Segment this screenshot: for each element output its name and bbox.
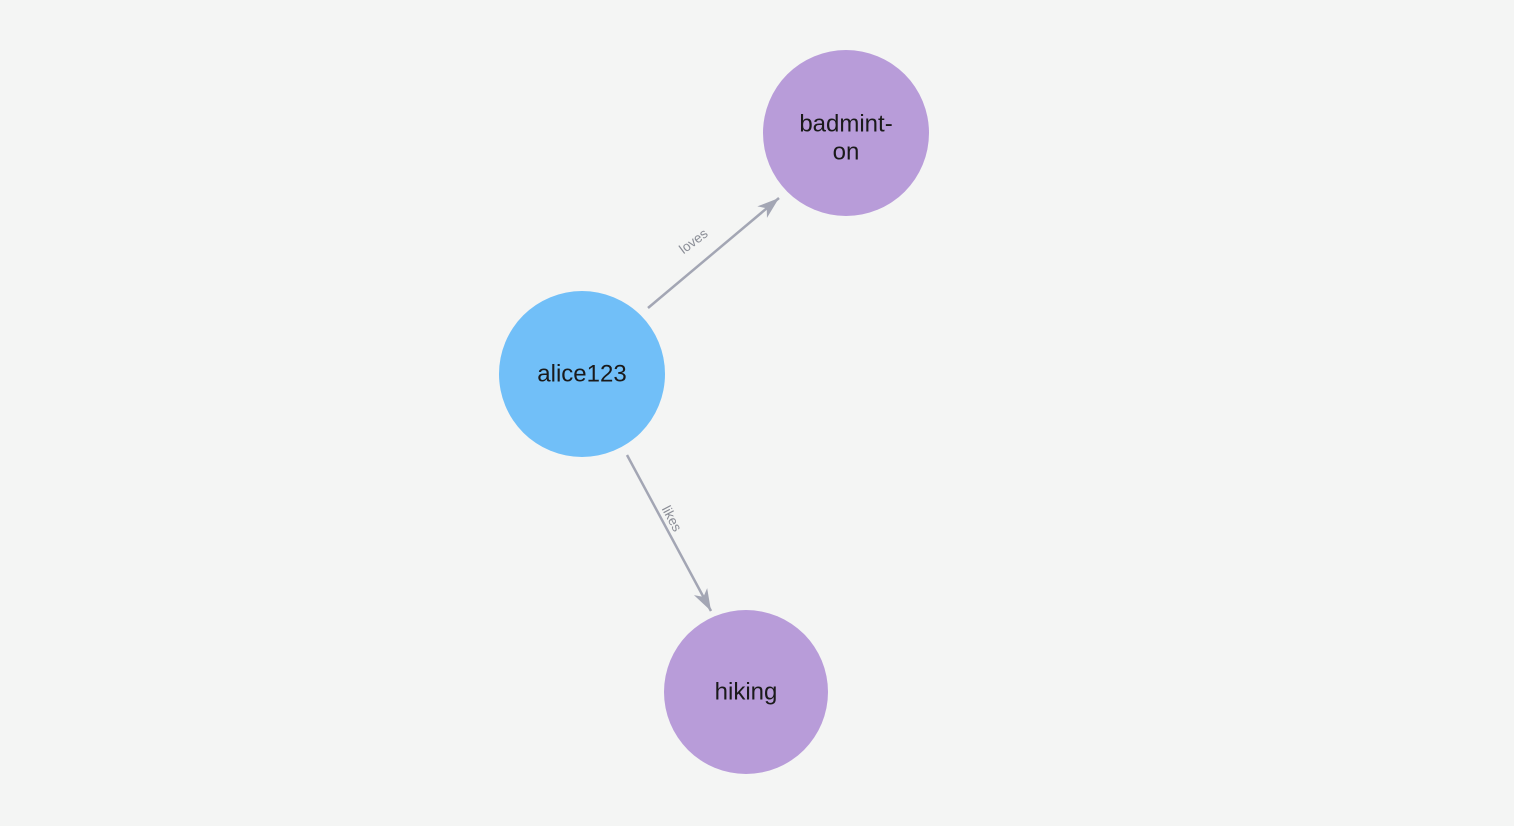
- arrowhead-icon: [693, 588, 711, 611]
- edge-label-likes: likes: [659, 503, 685, 534]
- node-circle[interactable]: [763, 50, 929, 216]
- graph-node-hiking[interactable]: hiking: [664, 610, 828, 774]
- node-circle[interactable]: [499, 291, 665, 457]
- graph-node-badminton[interactable]: badmint- on: [763, 50, 929, 216]
- edge-label-loves: loves: [676, 226, 710, 257]
- edge-line[interactable]: [647, 197, 780, 309]
- node-circle[interactable]: [664, 610, 828, 774]
- edge-line[interactable]: [625, 454, 713, 612]
- graph-node-alice123[interactable]: alice123: [499, 291, 665, 457]
- edge-alice123-likes-hiking[interactable]: likes: [625, 454, 718, 615]
- edge-alice123-loves-badminton[interactable]: loves: [647, 192, 784, 309]
- arrowhead-icon: [757, 198, 779, 218]
- nodes-layer: alice123 badmint- on hiking: [499, 50, 929, 774]
